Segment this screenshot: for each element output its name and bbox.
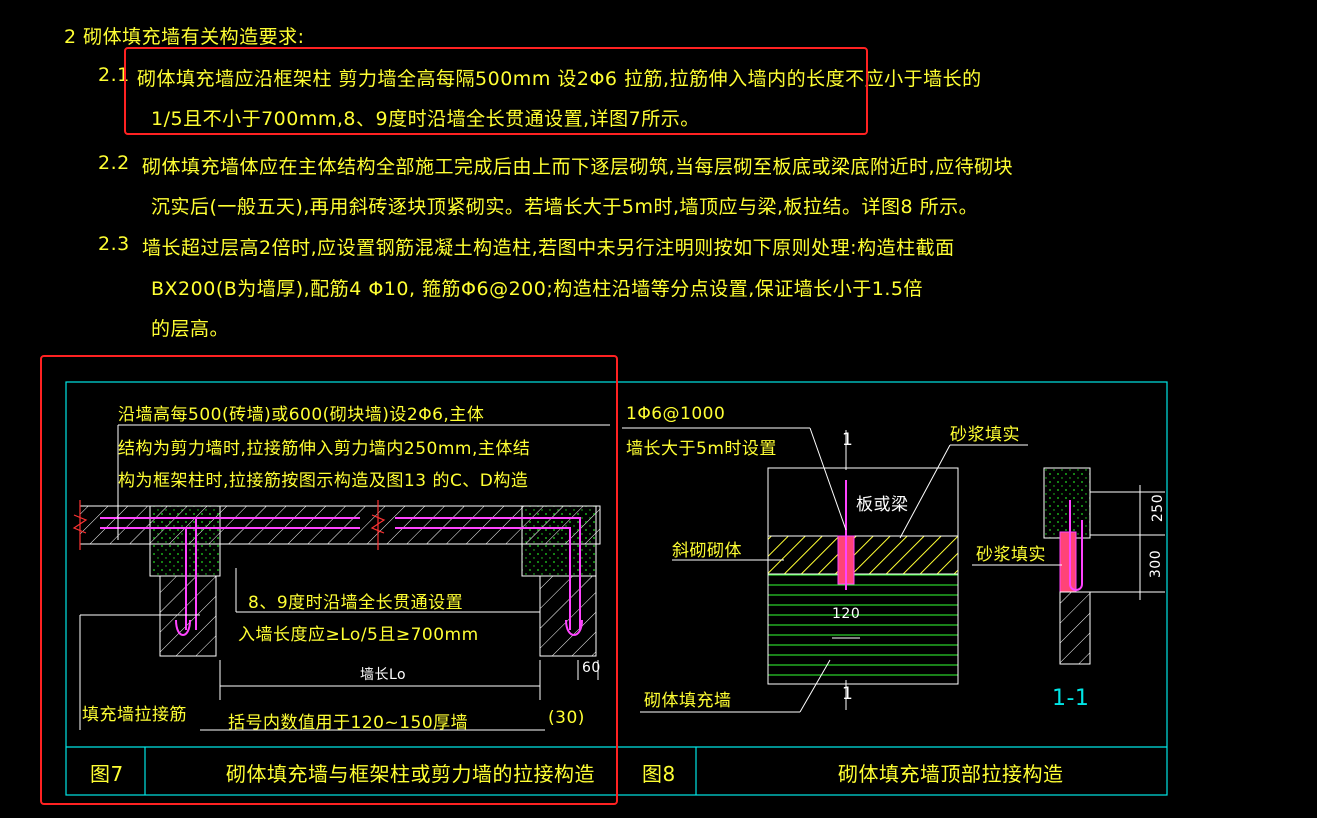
fig7-left-pier: [159, 575, 217, 657]
fig7-break-mid: [370, 500, 386, 550]
fig7-note5: 入墙长度应≥Lo/5且≥700mm: [238, 625, 479, 645]
note-2-3-line1: 墙长超过层高2倍时,应设置钢筋混凝土构造柱,若图中未另行注明则按如下原则处理:构…: [142, 237, 955, 259]
fig7-drawing: [72, 424, 610, 731]
fig7-break-left: [72, 500, 88, 550]
fig7-paren-value: (30): [548, 708, 585, 728]
fig7-note2: 结构为剪力墙时,拉接筋伸入剪力墙内250mm,主体结: [118, 439, 531, 459]
fig8-section-label: 1-1: [1052, 686, 1090, 711]
fig7-rebars: [100, 517, 583, 636]
fig7-leaders: [79, 424, 610, 731]
highlight-note-2-1: [124, 47, 868, 135]
note-2-1-line2: 1/5且不小于700mm,8、9度时沿墙全长贯通设置,详图7所示。: [151, 108, 700, 130]
fig8-section-wall: [1059, 591, 1091, 665]
fig7-note3: 构为框架柱时,拉接筋按图示构造及图13 的C、D构造: [118, 471, 529, 491]
fig8-dim-120: 120: [832, 606, 861, 622]
note-2-1-number: 2.1: [98, 64, 130, 86]
note-2-2-line1: 砌体填充墙体应在主体结构全部施工完成后由上而下逐层砌筑,当每层砌至板底或梁底附近…: [142, 156, 1014, 178]
fig8-dim-300: 300: [1148, 549, 1165, 579]
fig7-dim-label: 墙长Lo: [360, 667, 407, 683]
highlight-figure-7: [40, 355, 618, 805]
fig8-slab: [767, 467, 959, 537]
fig7-paren-note: 括号内数值用于120~150厚墙: [228, 713, 469, 733]
fig8-infill-wall: [767, 573, 959, 685]
fig8-label-infill: 砌体填充墙: [644, 691, 732, 711]
fig7-number: 图7: [90, 762, 124, 786]
fig8-label-mortar2: 砂浆填实: [976, 545, 1046, 565]
fig8-oblique-band: [767, 535, 959, 575]
fig8-section-mark-bottom: 1: [842, 684, 854, 704]
fig7-dim-60: 60: [582, 660, 601, 676]
fig8-section-mark-top: 1: [842, 430, 854, 450]
note-2-3-line2: BX200(B为墙厚),配筋4 Φ10, 箍筋Φ6@200;构造柱沿墙等分点设置…: [151, 278, 924, 300]
notes-heading: 2 砌体填充墙有关构造要求:: [64, 26, 305, 48]
fig8-label-mortar: 砂浆填实: [950, 425, 1020, 445]
fig8-drawing: [622, 427, 1165, 713]
fig8-section-rebar: [1069, 500, 1083, 591]
note-2-2-number: 2.2: [98, 152, 130, 174]
fig8-section-mortar: [1059, 531, 1077, 593]
fig7-note1: 沿墙高每500(砖墙)或600(砌块墙)设2Φ6,主体: [118, 405, 485, 425]
fig8-dim-250: 250: [1150, 493, 1167, 523]
note-2-2-line2: 沉实后(一般五天),再用斜砖逐块顶紧砌实。若墙长大于5m时,墙顶应与梁,板拉结。…: [151, 196, 979, 218]
fig8-label-slab: 板或梁: [856, 495, 909, 515]
fig7-note4: 8、9度时沿墙全长贯通设置: [248, 593, 464, 613]
note-2-1-line1: 砌体填充墙应沿框架柱 剪力墙全高每隔500mm 设2Φ6 拉筋,拉筋伸入墙内的长…: [137, 68, 982, 90]
fig8-note2: 墙长大于5m时设置: [626, 439, 777, 459]
fig8-title: 砌体填充墙顶部拉接构造: [838, 762, 1064, 786]
fig7-title: 砌体填充墙与框架柱或剪力墙的拉接构造: [226, 762, 595, 786]
fig7-rebar-label: 填充墙拉接筋: [82, 705, 187, 725]
note-2-3-line3: 的层高。: [151, 318, 230, 340]
fig8-note1: 1Φ6@1000: [626, 404, 726, 424]
fig8-label-oblique: 斜砌砌体: [672, 541, 742, 561]
fig8-section-slab: [1043, 467, 1091, 539]
note-2-3-number: 2.3: [98, 233, 130, 255]
fig8-number: 图8: [642, 762, 676, 786]
fig7-right-pier: [539, 575, 597, 657]
